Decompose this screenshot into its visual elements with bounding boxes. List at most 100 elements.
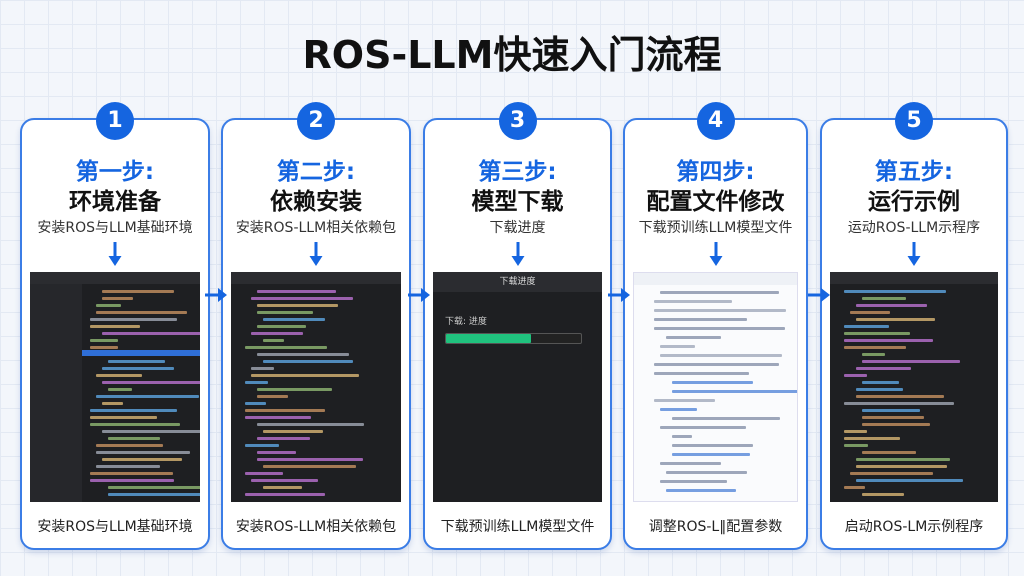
- code-line: [660, 480, 727, 483]
- step-description: 下载预训练LLM模型文件: [638, 220, 793, 236]
- code-line: [862, 423, 930, 426]
- code-line: [257, 388, 332, 391]
- code-line: [862, 416, 924, 419]
- progress-dialog-title: 下载进度: [433, 272, 602, 292]
- step-label: 第五步:: [874, 159, 954, 185]
- step-name: 模型下载: [471, 189, 564, 215]
- arrow-right-icon: [608, 288, 630, 302]
- code-line: [102, 290, 174, 293]
- code-line: [862, 360, 961, 363]
- code-line: [856, 388, 903, 391]
- step-label: 第二步:: [276, 159, 356, 185]
- code-line: [257, 325, 306, 328]
- code-line: [257, 353, 350, 356]
- code-line: [844, 332, 911, 335]
- code-line: [263, 430, 324, 433]
- code-line: [660, 345, 696, 348]
- code-line: [90, 409, 177, 412]
- code-line: [654, 309, 787, 312]
- code-line: [257, 290, 337, 293]
- code-line: [245, 472, 284, 475]
- code-line: [666, 489, 736, 492]
- code-line: [654, 372, 749, 375]
- code-line: [96, 304, 121, 307]
- code-line: [856, 318, 935, 321]
- code-line: [108, 493, 200, 496]
- code-line: [102, 367, 174, 370]
- code-line: [102, 297, 133, 300]
- code-line: [102, 381, 200, 384]
- code-line: [862, 381, 900, 384]
- step-name: 配置文件修改: [646, 189, 785, 215]
- code-line: [660, 291, 780, 294]
- code-line: [257, 311, 313, 314]
- code-line: [90, 416, 157, 419]
- code-line: [856, 479, 963, 482]
- code-line: [666, 471, 747, 474]
- arrow-right-icon: [808, 288, 830, 302]
- code-line: [862, 451, 916, 454]
- code-line: [672, 453, 750, 456]
- arrow-down-icon: [108, 242, 122, 266]
- code-line: [96, 374, 143, 377]
- code-line: [102, 458, 183, 461]
- progress-screenshot: 下载进度 下载: 进度: [433, 272, 602, 502]
- code-line: [666, 336, 721, 339]
- arrow-right-icon: [408, 288, 430, 302]
- code-line: [844, 486, 865, 489]
- code-line: [90, 479, 175, 482]
- code-line: [654, 363, 780, 366]
- code-line: [862, 409, 921, 412]
- code-line: [108, 486, 200, 489]
- window-titlebar: [830, 272, 998, 284]
- window-titlebar: [231, 272, 401, 284]
- step-caption: 下载预训练LLM模型文件: [440, 519, 595, 535]
- code-line: [251, 332, 304, 335]
- code-line: [660, 462, 722, 465]
- step-description: 安装ROS与LLM基础环境: [37, 220, 193, 236]
- step-card-3: 3 第三步: 模型下载 下载进度 下载进度 下载: 进度 下载预训练LLM模型文…: [423, 102, 612, 550]
- light-doc-screenshot: [633, 272, 798, 502]
- progress-label: 下载: 进度: [445, 317, 487, 327]
- arrow-down-icon: [709, 242, 722, 266]
- code-line: [844, 290, 946, 293]
- code-line: [90, 472, 174, 475]
- code-line: [844, 430, 868, 433]
- arrow-down-icon: [309, 242, 323, 266]
- code-line: [672, 435, 693, 438]
- code-line: [660, 426, 746, 429]
- code-line: [654, 318, 748, 321]
- code-line: [660, 354, 782, 357]
- code-line: [862, 353, 885, 356]
- code-line: [672, 390, 797, 393]
- arrow-down-icon: [511, 242, 524, 266]
- code-line: [251, 479, 319, 482]
- step-label: 第三步:: [478, 159, 557, 185]
- code-line: [90, 318, 177, 321]
- code-line: [844, 402, 954, 405]
- step-caption: 调整ROS-L‖配置参数: [648, 519, 783, 535]
- code-line: [660, 408, 697, 411]
- code-line: [263, 465, 357, 468]
- step-caption: 启动ROS-LM示例程序: [844, 519, 984, 535]
- code-line: [654, 399, 716, 402]
- code-line: [102, 402, 123, 405]
- code-line: [856, 367, 912, 370]
- selected-line: [82, 350, 200, 356]
- step-name: 运行示例: [868, 189, 960, 215]
- window-titlebar: [30, 272, 200, 284]
- step-card-1: 1 第一步: 环境准备 安装ROS与LLM基础环境 安装ROS与LLM基础环境: [20, 102, 210, 550]
- step-caption: 安装ROS-LLM相关依赖包: [235, 519, 397, 535]
- arrow-right-icon: [205, 288, 227, 302]
- code-line: [96, 444, 163, 447]
- code-line: [850, 311, 890, 314]
- code-line: [654, 327, 785, 330]
- code-line: [862, 493, 904, 496]
- code-line: [251, 367, 274, 370]
- step-number-badge: 4: [696, 102, 735, 140]
- step-caption: 安装ROS与LLM基础环境: [37, 519, 193, 535]
- step-label: 第一步:: [75, 159, 155, 185]
- code-line: [108, 360, 166, 363]
- code-line: [90, 339, 118, 342]
- code-line: [672, 417, 780, 420]
